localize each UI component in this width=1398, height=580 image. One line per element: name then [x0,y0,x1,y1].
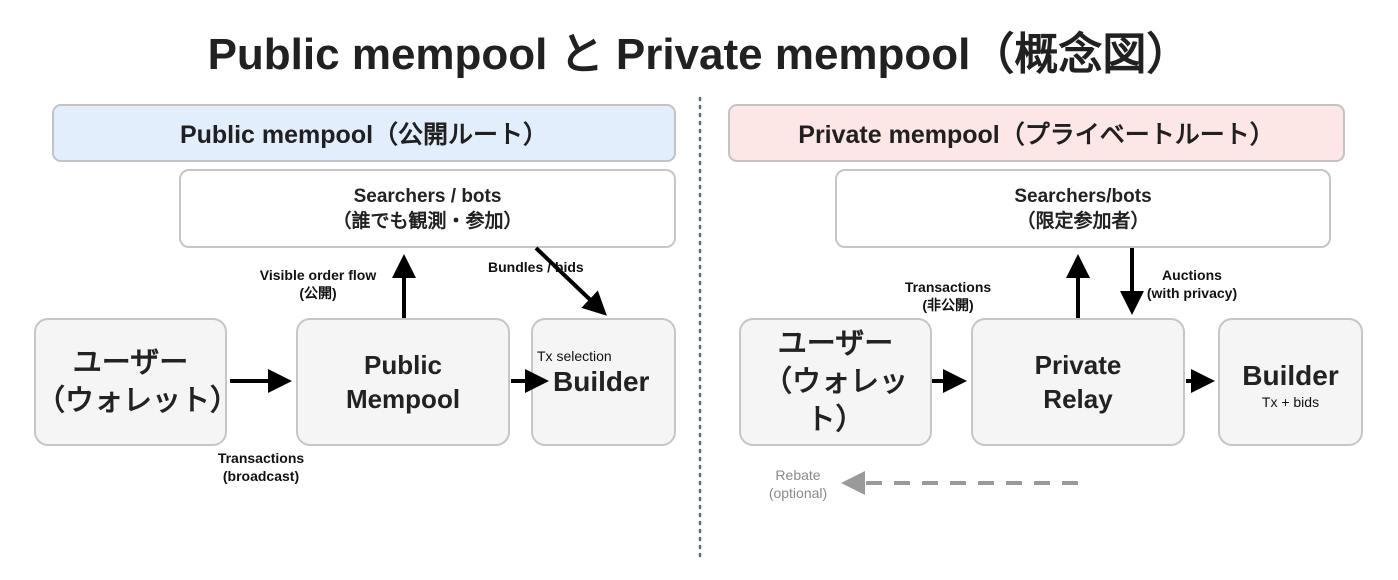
auctions-note: (with privacy) [1146,285,1238,301]
visible-order-flow-note: (公開) [299,285,337,301]
private-mempool-header: Private mempool（プライベートルート） [728,104,1345,162]
private-relay-line1: Private [1034,350,1122,380]
private-searchers-title: Searchers/bots [1014,185,1152,207]
private-transactions-label: Transactions (非公開) [893,278,1003,314]
rebate-text: Rebate [775,467,821,483]
private-relay-box: Private Relay [971,318,1185,446]
rebate-label: Rebate (optional) [760,466,836,502]
private-builder-label: Builder [1242,360,1339,391]
public-tx-selection-note: Tx selection [537,348,612,364]
public-searchers-subtitle: （誰でも観測・参加） [332,210,523,232]
visible-order-flow-text: Visible order flow [259,267,377,283]
public-user-label: ユーザー [72,347,189,379]
bundles-bids-arrow [534,246,607,316]
public-builder-label: Builder [553,366,650,397]
public-user-wallet-box: ユーザー （ウォレット） [34,318,240,446]
public-searchers-title: Searchers / bots [353,185,502,207]
public-builder-box [531,318,676,446]
public-mempool-line2: Mempool [345,384,461,414]
private-transactions-note: (非公開) [922,297,974,313]
private-wallet-label-2: ト） [806,404,865,436]
auctions-label: Auctions (with privacy) [1140,266,1244,302]
private-transactions-text: Transactions [904,279,992,295]
public-mempool-header: Public mempool（公開ルート） [52,104,676,162]
rebate-note: (optional) [768,485,828,501]
private-searchers-box: Searchers/bots （限定参加者） [835,169,1331,248]
public-mempool-line1: Public [363,350,442,380]
private-tx-bids-note: Tx + bids [1261,394,1320,410]
private-builder-box: Builder Tx + bids [1218,318,1363,446]
public-transactions-text: Transactions [217,450,305,466]
auctions-text: Auctions [1162,267,1222,283]
private-wallet-label-1: （ウォレッ [762,366,908,398]
public-searchers-box: Searchers / bots （誰でも観測・参加） [179,169,676,248]
visible-order-flow-label: Visible order flow (公開) [253,266,383,302]
public-transactions-note: (broadcast) [222,468,300,484]
page-title: Public mempool と Private mempool（概念図） [207,30,1191,79]
private-searchers-subtitle: （限定参加者） [1016,210,1150,232]
public-transactions-label: Transactions (broadcast) [198,449,324,485]
private-user-label: ユーザー [777,328,894,360]
private-user-wallet-box: ユーザー （ウォレッ ト） [739,318,932,446]
public-mempool-box: Public Mempool [296,318,510,446]
public-wallet-label: （ウォレット） [36,385,240,417]
private-relay-line2: Relay [1043,384,1113,414]
